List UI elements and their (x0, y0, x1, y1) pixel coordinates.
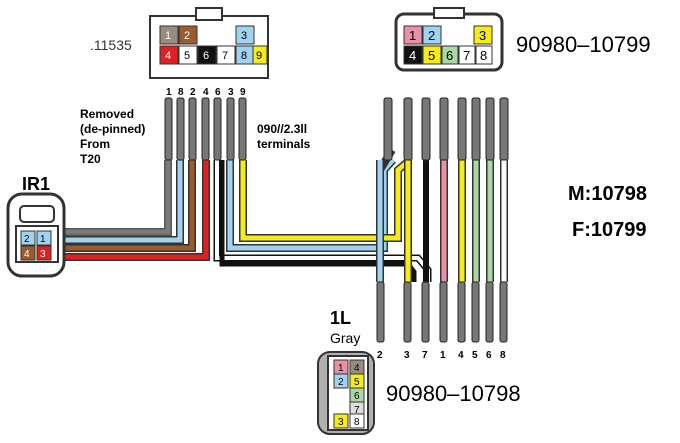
top-left-connector (149, 7, 269, 79)
bottom-pin-label: 4 (458, 350, 464, 361)
ir1-title: IR1 (22, 174, 50, 194)
bottom-connector (317, 351, 375, 435)
tl-pin-label: 1 (166, 87, 172, 98)
bottom-pin-label: 3 (404, 350, 410, 361)
tl-pin-label: 9 (240, 87, 246, 98)
top-right-part-number: 90980–10799 (516, 32, 651, 57)
tl-cavity-5: 5 (184, 50, 190, 62)
removed-note: Removed (80, 107, 134, 121)
tr-cavity-1: 1 (409, 28, 416, 43)
bottom-pin-label: 5 (472, 350, 478, 361)
bottom-cavity: 1 (338, 363, 344, 374)
tl-pin-label: 8 (178, 87, 184, 98)
bottom-connector-color: Gray (330, 330, 360, 346)
bottom-pin-label: 1 (440, 350, 446, 361)
tr-cavity-6: 6 (446, 48, 453, 63)
bottom-cavity: 7 (354, 405, 360, 416)
tl-pin-label: 4 (203, 87, 209, 98)
bottom-cavity: 8 (354, 417, 360, 428)
bottom-cavity: 5 (354, 377, 360, 388)
tl-cavity-3: 3 (241, 30, 247, 42)
bottom-connector-name: 1L (330, 308, 351, 328)
top-left-part-suffix: .11535 (90, 37, 132, 53)
tl-pin-label: 2 (190, 87, 196, 98)
bottom-pin-label: 7 (422, 350, 428, 361)
tl-cavity-1: 1 (165, 30, 171, 42)
tr-cavity-3: 3 (479, 28, 486, 43)
bottom-terminals (376, 281, 508, 343)
top-right-terminals (383, 97, 509, 161)
terminals-note: 090//2.3ll (257, 122, 307, 136)
ir1-cavity: 4 (24, 249, 30, 260)
removed-note: From (80, 137, 110, 151)
bottom-cavity: 3 (338, 417, 344, 428)
tl-cavity-8: 8 (241, 50, 247, 62)
ir1-cavity: 3 (40, 249, 46, 260)
labels: .11535 1 2 3 4 5 6 7 8 9 1 8 2 4 6 3 9 1… (22, 28, 651, 428)
bottom-part-number: 90980–10798 (386, 381, 521, 406)
tl-cavity-7: 7 (222, 50, 228, 62)
tr-cavity-4: 4 (409, 48, 416, 63)
tl-cavity-6: 6 (203, 50, 209, 62)
ir1-cavity: 2 (24, 234, 30, 245)
wire-gray (60, 160, 172, 236)
female-part: F:10799 (572, 219, 647, 241)
bottom-pin-label: 6 (486, 350, 492, 361)
terminals-note: terminals (257, 137, 311, 151)
tl-cavity-2: 2 (184, 30, 190, 42)
tl-cavity-9: 9 (256, 50, 262, 62)
bottom-pin-label: 2 (377, 350, 383, 361)
top-left-terminals (164, 97, 247, 161)
bottom-pin-label: 8 (500, 350, 506, 361)
top-right-connector (394, 7, 504, 72)
bottom-cavity: 2 (338, 377, 344, 388)
tl-pin-label: 6 (215, 87, 221, 98)
bottom-cavity: 4 (354, 363, 360, 374)
male-part: M:10798 (568, 183, 647, 205)
ir1-connector (6, 192, 66, 278)
tl-cavity-4: 4 (165, 50, 171, 62)
wire-harness (60, 147, 508, 282)
tr-cavity-2: 2 (428, 28, 435, 43)
ir1-cavity: 1 (40, 234, 46, 245)
tr-cavity-5: 5 (428, 48, 435, 63)
bottom-cavity: 6 (354, 391, 360, 402)
tr-cavity-8: 8 (480, 48, 487, 63)
tr-cavity-7: 7 (463, 48, 470, 63)
removed-note: T20 (80, 152, 101, 166)
tl-pin-label: 3 (228, 87, 234, 98)
removed-note: (de-pinned) (80, 122, 145, 136)
